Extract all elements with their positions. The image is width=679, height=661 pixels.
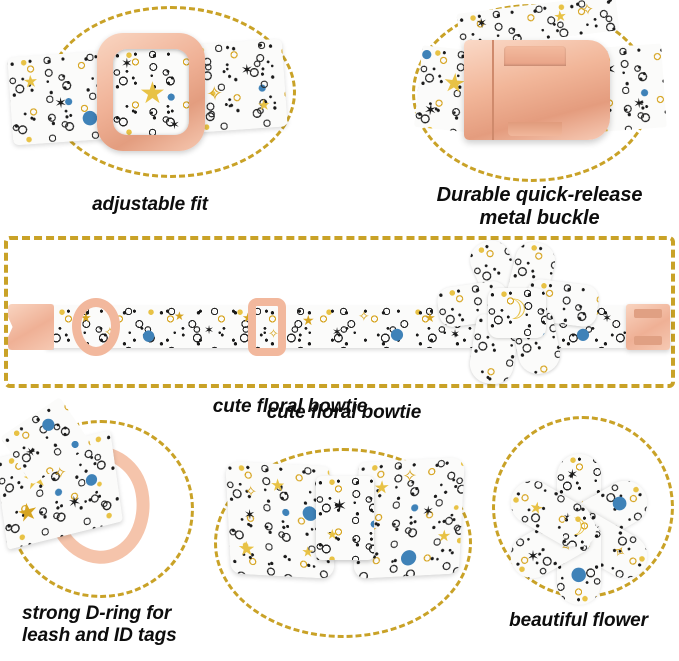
bowtie-center-knot: ✶ ★ <box>316 476 374 560</box>
panel-bowtie: ★ ✶ ★ ✧ ● ★ ★ ✧ ✶ ★ ● ★ ✶ ★ cute floral … <box>208 398 480 661</box>
fabric-motif-layer: ☽ <box>488 288 546 338</box>
dashed-ellipse-bowtie <box>214 448 472 638</box>
caption-flower: beautiful flower <box>509 610 648 631</box>
fabric-motif-layer: ✶ ★ <box>316 476 374 560</box>
sparkle-icon: ✶ <box>22 443 41 462</box>
dashed-rectangle-collar <box>4 236 675 388</box>
collar-bowtie-flower: ☽ <box>430 234 601 390</box>
moon-icon: ☽ <box>502 293 528 326</box>
moon-icon: ☽ <box>565 512 588 541</box>
comet-icon: ✧ <box>205 80 224 106</box>
planet-icon: ● <box>420 46 433 62</box>
comet-icon: ✧ <box>244 482 258 501</box>
sparkle-icon: ✶ <box>53 93 68 113</box>
star-icon: ★ <box>256 95 272 115</box>
sparkle-icon: ✶ <box>332 325 343 339</box>
star-icon: ★ <box>174 309 185 323</box>
star-icon: ★ <box>523 496 548 519</box>
sparkle-icon: ✶ <box>422 99 439 121</box>
sparkle-icon: ✶ <box>421 503 435 521</box>
sparkle-icon: ✶ <box>121 56 133 72</box>
sparkle-icon: ✶ <box>240 60 254 80</box>
buckle-seam <box>492 40 494 140</box>
planet-icon: ● <box>569 564 587 587</box>
star-icon: ★ <box>237 535 257 561</box>
collar-adjustable-slider <box>248 298 286 356</box>
panel-collar-overview: ★ ✧ ● ★ ✶ ★ ✧ ★ ✶ ✧ ● ★ ✶ ★ ✧ ★ ● ✶ <box>0 228 679 417</box>
panel-metal-buckle: ✶ ★ ✧ ★ ✶ ★ ● ✶ ✶ ★ Durable quick-releas… <box>400 0 679 235</box>
planet-icon: ● <box>83 468 99 490</box>
comet-icon: ✧ <box>607 540 631 562</box>
comet-icon: ✧ <box>358 309 370 325</box>
planet-icon: ● <box>142 326 156 344</box>
planet-icon: ● <box>399 543 419 569</box>
fabric-motif-layer: ☽ <box>562 513 596 547</box>
sparkle-icon: ✶ <box>522 544 544 565</box>
planet-icon: ● <box>606 490 633 515</box>
planet-icon: ● <box>36 411 59 436</box>
sparkle-icon: ✶ <box>169 118 180 133</box>
planet-icon: ● <box>390 324 404 343</box>
star-icon: ★ <box>139 76 166 111</box>
star-icon: ★ <box>436 525 452 546</box>
star-icon: ★ <box>326 527 339 543</box>
collar-d-ring <box>72 298 120 356</box>
star-icon: ★ <box>373 476 391 499</box>
star-icon: ★ <box>552 6 568 27</box>
flower-center: ☽ <box>561 512 596 547</box>
bowtie-center-knot: ☽ <box>488 288 546 338</box>
sparkle-icon: ✶ <box>204 323 215 337</box>
collar-end-buckle-right <box>626 304 670 350</box>
star-icon: ★ <box>22 71 39 93</box>
collar-end-buckle-left <box>8 304 54 350</box>
panel-d-ring: ★ ★ ✶ ✧ ● ● ✶ strong D-ring for leash an… <box>0 396 210 661</box>
caption-d-ring: strong D-ring for leash and ID tags <box>22 603 177 647</box>
sparkle-icon: ✶ <box>332 496 348 517</box>
star-icon: ★ <box>301 544 315 561</box>
sparkle-icon: ✶ <box>632 95 646 113</box>
slider-window-fabric: ★ ✶ ✶ <box>113 49 189 135</box>
sparkle-icon: ✶ <box>66 490 83 514</box>
star-icon: ★ <box>15 495 40 529</box>
buckle-notch <box>508 122 562 136</box>
caption-adjustable-fit: adjustable fit <box>92 194 208 215</box>
sparkle-icon: ✶ <box>243 507 257 524</box>
quick-release-buckle <box>464 40 610 140</box>
sparkle-icon: ✶ <box>474 15 489 33</box>
caption-bowtie: cute floral bowtie <box>266 402 422 423</box>
panel-adjustable-fit: ★ ✶ ● ★ ☆ ✧ ✶ ★ ✶ ★ ✶ ✶ adjustable fit <box>0 0 340 225</box>
comet-icon: ✧ <box>401 465 418 488</box>
caption-metal-buckle: Durable quick-release metal buckle <box>436 184 643 230</box>
star-icon: ★ <box>302 313 315 329</box>
panel-flower: ✶ ★ ● ✶ ✧ ✶ ● ★ ✶ ✧ ★ ✶ ☽ <box>478 398 679 661</box>
comet-icon: ✧ <box>579 0 596 20</box>
caption-cute-floral-bowtie: cute floral bowtie <box>212 396 368 417</box>
buckle-release-tab <box>504 46 566 66</box>
adjustable-slider-hardware: ★ ✶ ✶ <box>97 33 205 151</box>
sparkle-icon: ✶ <box>602 311 613 325</box>
sparkle-icon: ✶ <box>566 466 579 483</box>
fabric-motif-layer: ★ ✶ ✶ <box>113 49 189 135</box>
star-icon: ★ <box>269 475 286 497</box>
